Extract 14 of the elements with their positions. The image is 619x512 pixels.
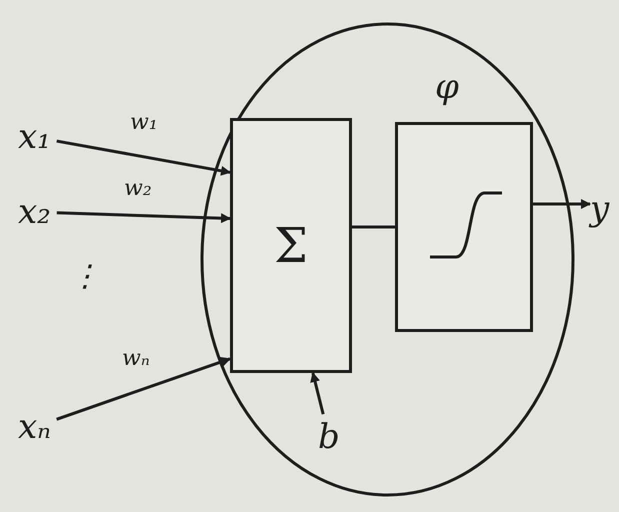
arrow bbox=[56, 140, 231, 176]
output-symbol: y bbox=[590, 192, 610, 226]
connector-line bbox=[352, 226, 395, 228]
arrow bbox=[56, 357, 231, 421]
ellipsis-mark: ⋮ bbox=[70, 262, 100, 292]
function-symbol: φ bbox=[435, 70, 459, 104]
arrow bbox=[533, 199, 591, 209]
bias-symbol: b bbox=[318, 420, 340, 454]
input-symbol: x₂ bbox=[18, 195, 51, 229]
input-symbol: x₁ bbox=[18, 120, 51, 154]
arrow bbox=[56, 211, 231, 224]
summation-box: Σ bbox=[230, 118, 352, 373]
arrow bbox=[310, 372, 325, 415]
input-symbol: xₙ bbox=[18, 410, 51, 444]
